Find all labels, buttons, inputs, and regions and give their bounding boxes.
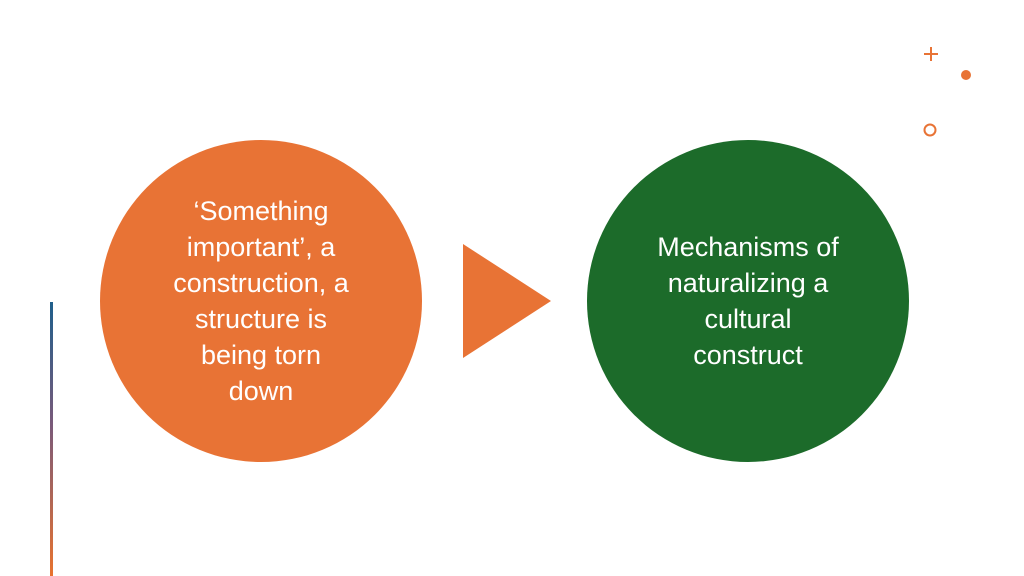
- left-node-text: ‘Something important’, a construction, a…: [173, 196, 349, 406]
- right-node-text: Mechanisms of naturalizing a cultural co…: [657, 232, 839, 370]
- right-arrow-icon: [463, 244, 551, 358]
- ring-icon: [923, 123, 937, 137]
- decorative-shapes: [923, 47, 971, 137]
- vertical-accent-bar: [50, 302, 53, 576]
- dot-icon: [961, 70, 971, 80]
- left-circle-node: ‘Something important’, a construction, a…: [100, 140, 422, 462]
- right-circle-node: Mechanisms of naturalizing a cultural co…: [587, 140, 909, 462]
- plus-icon: [924, 47, 938, 61]
